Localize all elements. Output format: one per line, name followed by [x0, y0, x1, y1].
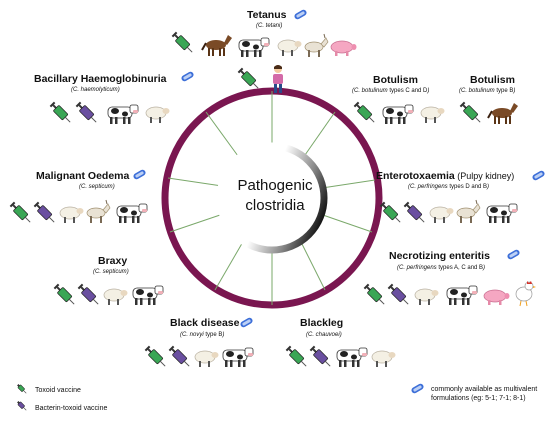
bacteria-badge-icon: [532, 170, 545, 181]
necrotizing-title: Necrotizing enteritis: [389, 250, 490, 262]
gradient-inner-ring: [216, 142, 328, 254]
legend-toxoid-label: Toxoid vaccine: [35, 387, 81, 394]
cow-icon: [107, 104, 139, 124]
cow-icon: [446, 285, 478, 305]
sheep-icon: [429, 206, 454, 223]
sheep-icon: [145, 106, 170, 123]
braxy-agent: (C. septicum): [93, 269, 129, 275]
bacillary-title: Bacillary Haemoglobinuria: [34, 73, 167, 85]
toxoid-syringe-icon: [363, 283, 385, 305]
cow-icon: [116, 203, 148, 223]
sheep-icon: [420, 106, 445, 123]
toxoid-syringe-icon: [237, 67, 259, 89]
necrotizing-agent: (C. perfringens types A, C and B): [397, 265, 486, 271]
cow-icon: [336, 347, 368, 367]
center-title-line1: Pathogenic: [237, 177, 313, 194]
sheep-icon: [194, 350, 219, 367]
bacterin-syringe-icon: [33, 201, 55, 223]
horse-icon: [201, 35, 232, 56]
toxoid-syringe-icon: [49, 101, 71, 123]
enterotoxaemia-title: Enterotoxaemia (Pulpy kidney): [376, 170, 515, 182]
center-title-line2: clostridia: [245, 197, 305, 214]
toxoid-syringe-icon: [379, 201, 401, 223]
bacteria-badge-icon: [240, 317, 253, 328]
sheep-icon: [103, 288, 128, 305]
chicken-icon: [515, 281, 536, 307]
toxoid-syringe-icon: [459, 101, 481, 123]
black-disease-title: Black disease: [170, 317, 240, 329]
sheep-icon: [59, 206, 84, 223]
tetanus-title: Tetanus: [247, 9, 287, 21]
cow-icon: [382, 104, 414, 124]
horse-icon: [487, 103, 518, 124]
botulism-b-title: Botulism: [470, 74, 515, 86]
ring-spokes: [167, 91, 376, 305]
legend-multivalent-note: commonly available as multivalent formul…: [431, 386, 538, 402]
bacillary-agent: (C. haemolyticum): [71, 87, 120, 93]
botulism-b-agent: (C. botulinum type B): [459, 88, 516, 94]
goat-icon: [456, 199, 481, 223]
toxoid-syringe-icon: [9, 201, 31, 223]
cow-icon: [486, 203, 518, 223]
cow-icon: [222, 347, 254, 367]
bacterin-syringe-icon: [77, 283, 99, 305]
bacteria-badge-icon: [181, 71, 194, 82]
legend-bacteria-badge-icon: [411, 383, 424, 394]
legend-bacterin-label: Bacterin-toxoid vaccine: [35, 405, 108, 412]
bacteria-badge-icon: [133, 169, 146, 180]
black-disease-agent: (C. novyi type B): [180, 332, 225, 338]
legend-bacterin-syringe-icon: [17, 401, 27, 411]
tetanus-agent: (C. tetani): [256, 23, 283, 29]
bacterin-syringe-icon: [168, 345, 190, 367]
toxoid-syringe-icon: [53, 283, 75, 305]
malignant-agent: (C. septicum): [79, 184, 115, 190]
center-title: Pathogenic clostridia: [205, 176, 345, 216]
sheep-icon: [414, 288, 439, 305]
cow-icon: [132, 285, 164, 305]
cow-icon: [238, 37, 270, 57]
goat-icon: [86, 199, 111, 223]
toxoid-syringe-icon: [171, 31, 193, 53]
legend-toxoid-syringe-icon: [17, 384, 27, 394]
blackleg-agent: (C. chauvoei): [306, 332, 342, 338]
bacterin-syringe-icon: [403, 201, 425, 223]
pig-icon: [330, 40, 357, 56]
toxoid-syringe-icon: [285, 345, 307, 367]
enterotoxaemia-agent: (C. perfringens types D and B): [408, 184, 490, 190]
toxoid-syringe-icon: [144, 345, 166, 367]
botulism-cd-agent: (C. botulinum types C and D): [352, 88, 430, 94]
malignant-title: Malignant Oedema: [36, 170, 130, 182]
bacteria-badge-icon: [294, 9, 307, 20]
goat-icon: [304, 33, 329, 57]
toxoid-syringe-icon: [353, 101, 375, 123]
person-icon: [273, 65, 283, 93]
bacterin-syringe-icon: [75, 101, 97, 123]
sheep-icon: [371, 350, 396, 367]
blackleg-title: Blackleg: [300, 317, 344, 329]
botulism-cd-title: Botulism: [373, 74, 418, 86]
bacterin-syringe-icon: [309, 345, 331, 367]
pig-icon: [483, 289, 510, 305]
bacteria-badge-icon: [507, 249, 520, 260]
braxy-title: Braxy: [98, 255, 128, 267]
sheep-icon: [277, 39, 302, 56]
bacterin-syringe-icon: [387, 283, 409, 305]
